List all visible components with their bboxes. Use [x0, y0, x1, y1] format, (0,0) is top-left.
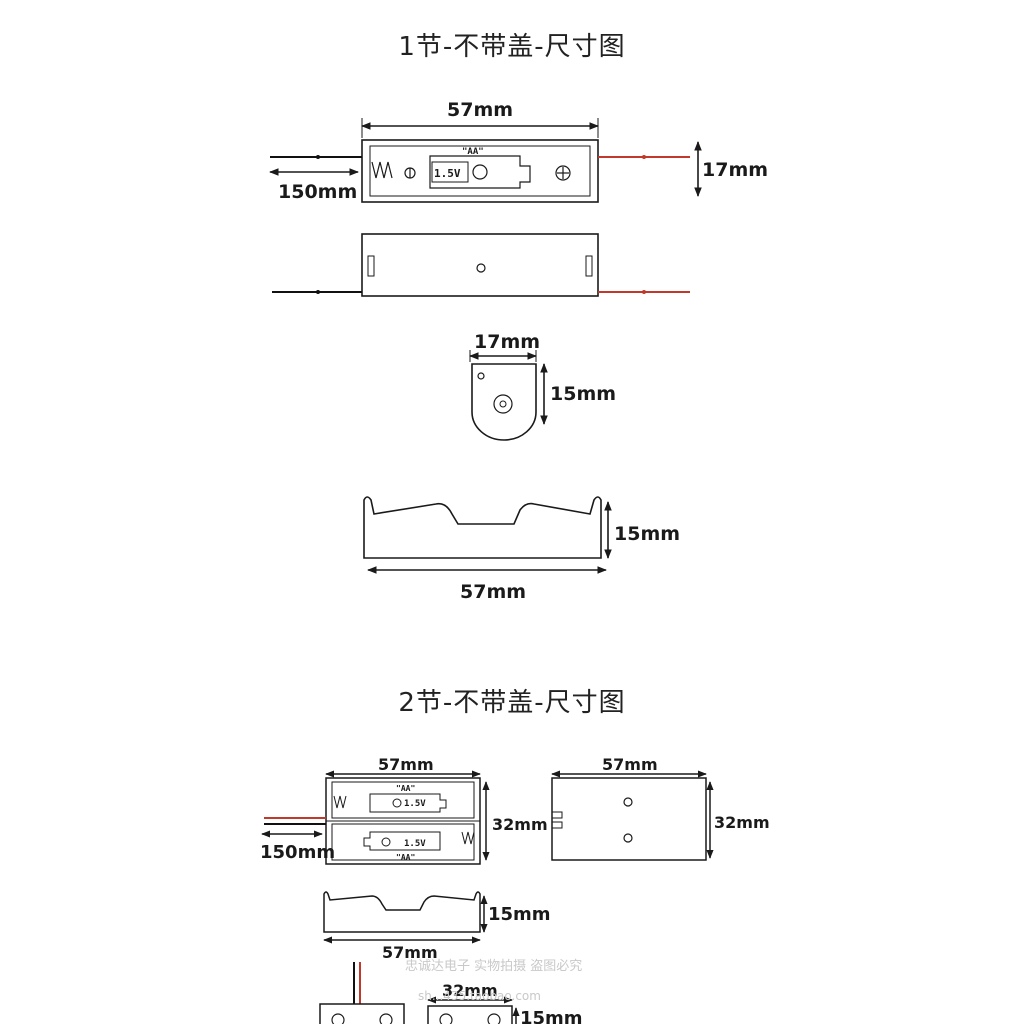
- s1-wires-bottom: [272, 290, 690, 294]
- s1-cell-type: "AA": [462, 147, 484, 157]
- s1-holder-body: [361, 139, 599, 203]
- s1-side-view: [363, 496, 612, 574]
- s2-side-height-label: 15mm: [488, 904, 551, 925]
- s2-cell-type-1: "AA": [396, 784, 415, 793]
- watermark-line1: 忠诚达电子 实物拍摄 盗图必究: [405, 958, 582, 974]
- s2-cell-voltage-2: 1.5V: [404, 839, 426, 849]
- s1-end-height-label: 15mm: [550, 383, 616, 405]
- s2-end-view: [319, 962, 520, 1024]
- s2-end-height-label: 15mm: [520, 1008, 583, 1024]
- s2-bottom-view: [551, 770, 714, 861]
- s2-end-width-label: 32mm: [442, 981, 498, 1000]
- s1-height-label: 17mm: [702, 159, 768, 181]
- watermark-line2: sh...435.taobao.com: [418, 989, 541, 1003]
- s2-side-length-label: 57mm: [382, 943, 438, 962]
- s1-bottom-view: [361, 233, 599, 297]
- s2-wires-top: [264, 817, 326, 825]
- s2-bottom-length-label: 57mm: [602, 755, 658, 774]
- s1-side-length-label: 57mm: [460, 581, 526, 603]
- s2-side-view: [323, 891, 488, 944]
- s2-wire-label: 150mm: [260, 842, 335, 863]
- s1-cell-voltage: 1.5V: [434, 167, 461, 180]
- s1-top-view: [269, 118, 702, 203]
- s1-spring: [371, 161, 393, 179]
- s2-top-view: [261, 770, 490, 865]
- s1-side-height-label: 15mm: [614, 523, 680, 545]
- s1-end-view: [469, 350, 548, 441]
- s2-cell-type-2: "AA": [396, 853, 415, 862]
- s1-end-width-label: 17mm: [474, 331, 540, 353]
- s2-bottom-width-label: 32mm: [714, 813, 770, 832]
- section2-title: 2节-不带盖-尺寸图: [398, 688, 626, 718]
- s1-wire-label: 150mm: [278, 181, 357, 203]
- s2-top-width-label: 32mm: [492, 815, 548, 834]
- s1-length-label: 57mm: [447, 99, 513, 121]
- s2-top-length-label: 57mm: [378, 755, 434, 774]
- s2-cell-voltage-1: 1.5V: [404, 799, 426, 809]
- section1-title: 1节-不带盖-尺寸图: [398, 32, 626, 62]
- s1-wires-top: [270, 155, 690, 159]
